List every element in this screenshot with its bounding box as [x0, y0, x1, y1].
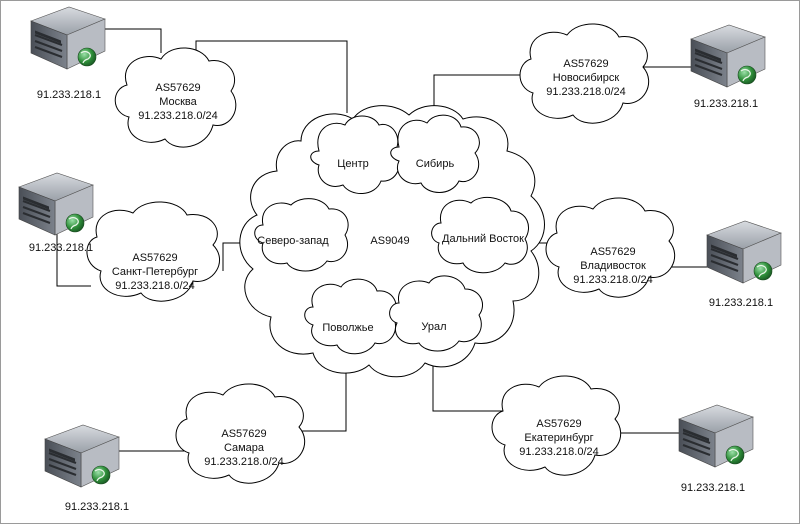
region-cloud-ural: [389, 275, 483, 352]
server-samara[interactable]: [44, 424, 120, 488]
site-net-label: 91.233.218.0/24: [204, 456, 284, 468]
link-samara-core: [301, 366, 347, 432]
cloud-shape: [545, 197, 675, 298]
server-moscow[interactable]: [30, 6, 106, 70]
site-as-label: AS57629: [155, 82, 200, 94]
site-net-label: 91.233.218.0/24: [138, 110, 218, 122]
region-label-far-east: Дальний Восток: [442, 233, 524, 245]
region-cloud-northwest: [254, 198, 349, 272]
cloud-shape: [175, 383, 305, 484]
core-cloud: Центр Сибирь Северо-запад Дальний Восток…: [239, 105, 545, 378]
site-vladivostok: AS57629 Владивосток 91.233.218.0/24: [545, 197, 675, 298]
cloud-shape: [519, 23, 649, 124]
site-as-label: AS57629: [132, 252, 177, 264]
region-label-ural: Урал: [421, 321, 446, 333]
region-cloud-siberia: [390, 114, 480, 193]
server-ekb[interactable]: [678, 404, 754, 468]
region-cloud-volga: [304, 278, 397, 355]
cloud-shape: [86, 201, 220, 302]
server-vladivostok[interactable]: [706, 220, 782, 284]
server-ip-moscow: 91.233.218.1: [37, 89, 101, 101]
site-city-label: Самара: [224, 442, 265, 454]
site-spb: AS57629 Санкт-Петербург 91.233.218.0/24: [86, 201, 220, 302]
site-net-label: 91.233.218.0/24: [519, 446, 599, 458]
core-as-label: AS9049: [370, 235, 409, 247]
site-net-label: 91.233.218.0/24: [573, 274, 653, 286]
server-novosib[interactable]: [690, 24, 766, 88]
server-icon: [18, 172, 94, 236]
server-ip-spb: 91.233.218.1: [29, 242, 93, 254]
region-label-volga: Поволжье: [322, 322, 373, 334]
site-city-label: Москва: [159, 96, 197, 108]
site-as-label: AS57629: [221, 428, 266, 440]
link-ekb-core: [432, 366, 511, 412]
server-icon: [678, 404, 754, 468]
region-label-northwest: Северо-запад: [257, 235, 329, 247]
site-net-label: 91.233.218.0/24: [115, 280, 195, 292]
link-moscow-server: [96, 28, 162, 53]
server-ip-novosib: 91.233.218.1: [694, 98, 758, 110]
server-ip-vladivostok: 91.233.218.1: [709, 297, 773, 309]
server-icon: [706, 220, 782, 284]
region-label-siberia: Сибирь: [416, 158, 455, 170]
site-as-label: AS57629: [563, 58, 608, 70]
site-city-label: Новосибирск: [553, 72, 620, 84]
site-city-label: Владивосток: [580, 260, 646, 272]
region-label-center: Центр: [337, 158, 369, 170]
server-icon: [690, 24, 766, 88]
site-city-label: Санкт-Петербург: [112, 266, 198, 278]
server-spb[interactable]: [18, 172, 94, 236]
site-net-label: 91.233.218.0/24: [546, 86, 626, 98]
site-ekb: AS57629 Екатеринбург 91.233.218.0/24: [491, 375, 621, 476]
link-novosib-core: [433, 74, 529, 113]
cloud-shape: [114, 47, 237, 148]
server-ip-ekb: 91.233.218.1: [681, 482, 745, 494]
cloud-shape: [491, 375, 621, 476]
server-ip-samara: 91.233.218.1: [65, 501, 129, 513]
region-cloud-far-east: [431, 196, 529, 274]
site-novosib: AS57629 Новосибирск 91.233.218.0/24: [519, 23, 649, 124]
server-icon: [44, 424, 120, 488]
site-moscow: AS57629 Москва 91.233.218.0/24: [114, 47, 237, 148]
site-as-label: AS57629: [536, 418, 581, 430]
server-icon: [30, 6, 106, 70]
site-city-label: Екатеринбург: [524, 432, 593, 444]
site-samara: AS57629 Самара 91.233.218.0/24: [175, 383, 305, 484]
site-as-label: AS57629: [590, 246, 635, 258]
